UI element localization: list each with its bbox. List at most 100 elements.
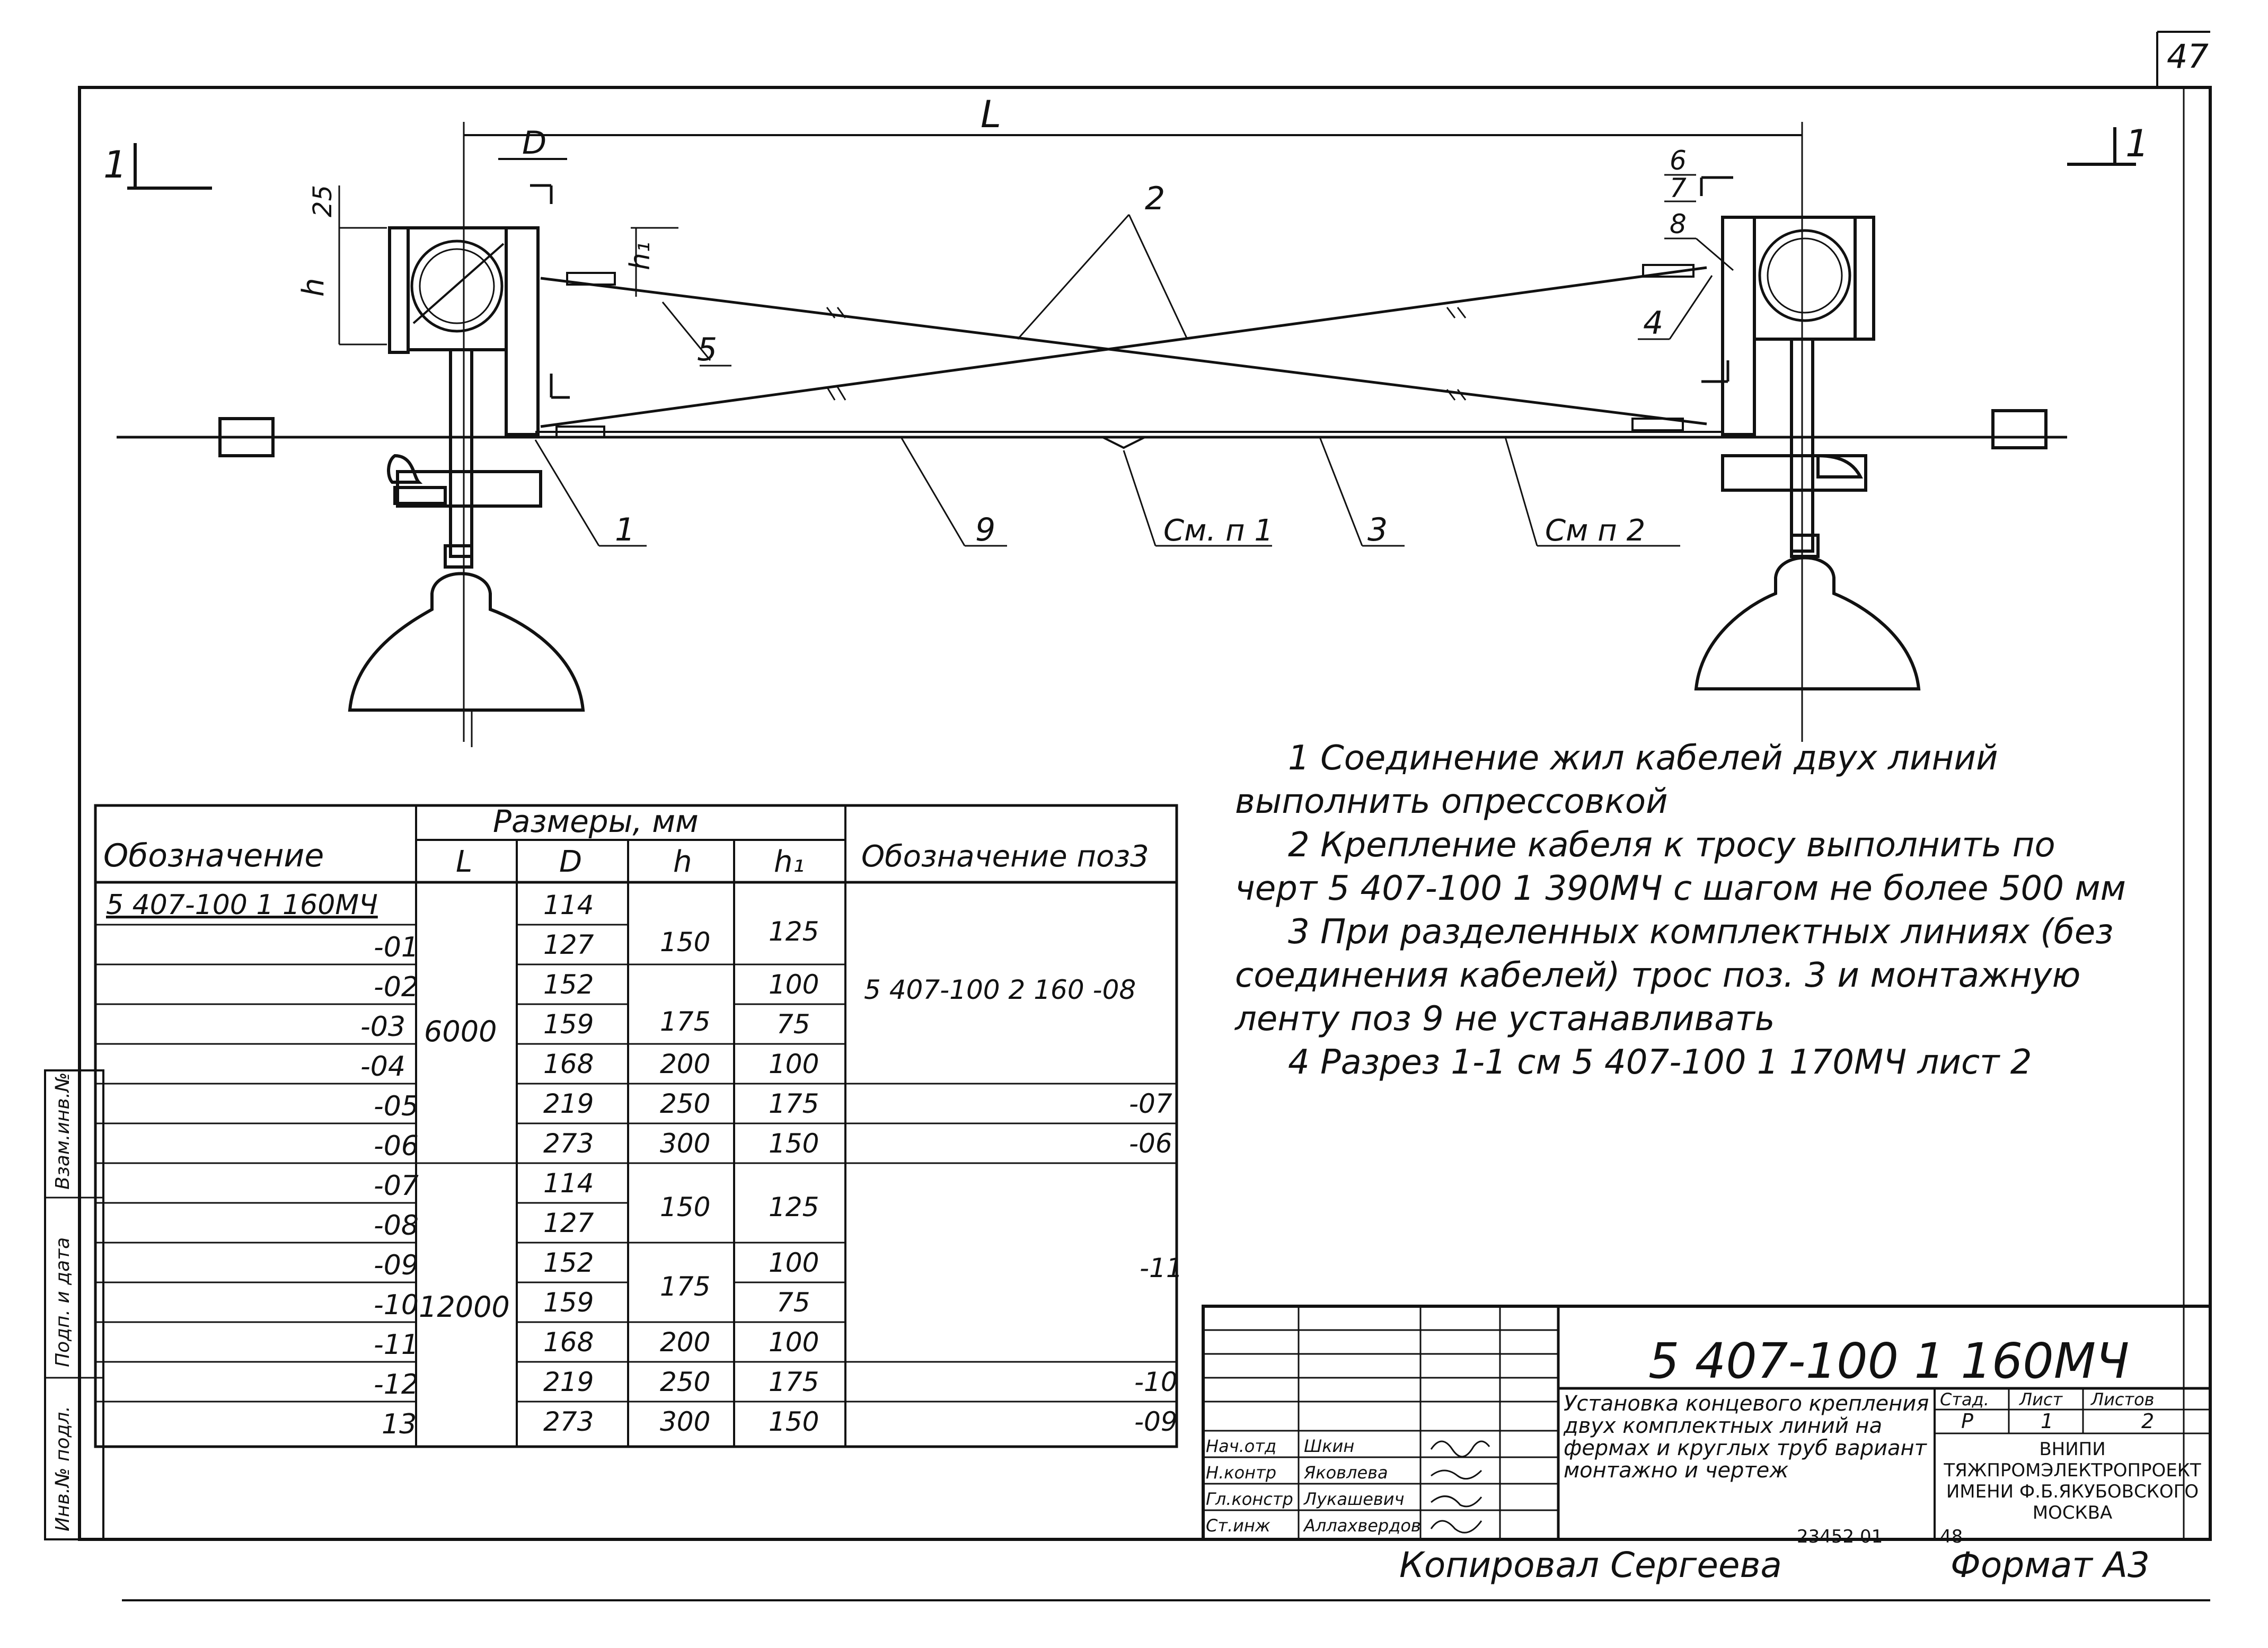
- section-mark-right: 1: [2125, 122, 2149, 165]
- D-value: 152: [543, 969, 594, 1000]
- designation: -02: [374, 971, 419, 1003]
- person: Шкин: [1304, 1436, 1354, 1456]
- h-value: 250: [660, 1088, 710, 1119]
- designation: -09: [374, 1250, 419, 1281]
- h1-value: 100: [769, 1327, 819, 1358]
- D-value: 152: [543, 1247, 594, 1278]
- h1-value: 100: [769, 1247, 819, 1278]
- installation-drawing: L 1 1 25 h: [103, 93, 2149, 747]
- leader-8: 8: [1670, 209, 1687, 240]
- role: Н.контр: [1206, 1463, 1276, 1483]
- note-1: 1 Соединение жил кабелей двух линий выпо…: [1235, 739, 1998, 821]
- leader-6: 6: [1670, 145, 1687, 176]
- h1-value: 150: [769, 1406, 819, 1437]
- title-text: Установка концевого крепления двух компл…: [1564, 1392, 1929, 1483]
- designation: -04: [360, 1051, 405, 1083]
- h-value: 175: [660, 1006, 710, 1037]
- D-value: 168: [543, 1049, 594, 1079]
- leader-9: 9: [975, 511, 995, 548]
- sheets-label: Листов: [2090, 1389, 2155, 1410]
- sheet-value: 1: [2041, 1410, 2053, 1433]
- cable-b: [540, 266, 1707, 428]
- designation: -08: [374, 1210, 419, 1242]
- h-value: 175: [660, 1271, 710, 1302]
- leader-3: 3: [1367, 511, 1388, 548]
- pos3-value: -07: [1129, 1088, 1172, 1119]
- cable-a: [540, 277, 1707, 426]
- designation: -01: [374, 932, 419, 963]
- h1-value: 150: [769, 1128, 819, 1159]
- sheets-value: 2: [2141, 1410, 2154, 1433]
- h-value: 300: [660, 1406, 710, 1437]
- note-2: 2 Крепление кабеля к тросу выполнить по …: [1235, 826, 2126, 908]
- right-support: 6 7 8: [1664, 145, 1921, 690]
- designation: 5 407-100 1 160МЧ: [106, 889, 378, 921]
- h1-value: 125: [769, 1192, 819, 1222]
- right-junction-box: [1991, 409, 2048, 449]
- person: Лукашевич: [1303, 1489, 1404, 1509]
- D-value: 114: [543, 890, 594, 920]
- section-mark-left: 1: [103, 143, 127, 187]
- note-4: 4 Разрез 1-1 см 5 407-100 1 170МЧ лист 2: [1288, 1043, 2032, 1082]
- note-ref-1: См. п 1: [1163, 513, 1273, 548]
- designation: -03: [360, 1011, 405, 1043]
- h1-value: 75: [776, 1009, 810, 1040]
- h-value: 200: [660, 1327, 710, 1358]
- stage-label: Стад.: [1940, 1389, 1989, 1410]
- D-value: 127: [543, 1208, 594, 1238]
- pos3-value: -06: [1129, 1128, 1172, 1159]
- D-value: 159: [543, 1287, 594, 1318]
- pos3-value: -11: [1140, 1253, 1183, 1283]
- designation: -06: [374, 1130, 419, 1162]
- person: Яковлева: [1303, 1463, 1388, 1483]
- dimensions-table: Обозначение Размеры, мм L D h h₁ Обознач…: [94, 803, 1183, 1448]
- person: Аллахвердов: [1303, 1516, 1421, 1536]
- sheet-number: 47: [2167, 37, 2209, 76]
- designation: -11: [374, 1329, 419, 1361]
- dim-25-label: 25: [308, 185, 338, 217]
- stage-value: Р: [1961, 1410, 1973, 1433]
- th-D: D: [559, 845, 582, 879]
- designation: 13: [382, 1408, 417, 1440]
- th-h: h: [673, 845, 692, 879]
- notes: 1 Соединение жил кабелей двух линий выпо…: [1235, 737, 2136, 1084]
- D-value: 273: [543, 1128, 594, 1159]
- side-label-2: Подп. и дата: [52, 1237, 74, 1367]
- D-value: 219: [543, 1367, 594, 1397]
- D-value: 168: [543, 1327, 594, 1358]
- role: Гл.констр: [1206, 1489, 1293, 1509]
- archive-code: 23452 01: [1797, 1526, 1883, 1547]
- sheet-label: Лист: [2019, 1389, 2063, 1410]
- D-value: 114: [543, 1168, 594, 1199]
- th-sizes: Размеры, мм: [493, 803, 699, 839]
- th-h1: h₁: [774, 845, 805, 879]
- D-value: 159: [543, 1009, 594, 1040]
- copied-by: Копировал Сергеева: [1399, 1545, 1782, 1585]
- leader-1: 1: [615, 511, 635, 548]
- h1-value: 175: [769, 1088, 819, 1119]
- h-value: 250: [660, 1367, 710, 1397]
- role: Нач.отд: [1206, 1436, 1276, 1456]
- h-value: 200: [660, 1049, 710, 1079]
- pos3-value: -10: [1134, 1367, 1178, 1397]
- th-L: L: [456, 845, 472, 879]
- side-label-3: Взам.инв.№: [52, 1072, 74, 1190]
- sheet-format: Формат А3: [1951, 1545, 2150, 1585]
- th-pos3: Обозначение поз3: [861, 839, 1149, 874]
- designation: -10: [374, 1289, 419, 1321]
- leader-4: 4: [1643, 305, 1663, 342]
- h1-value: 175: [769, 1367, 819, 1397]
- L-value: 6000: [424, 1015, 497, 1048]
- h1-value: 125: [769, 916, 819, 947]
- doc-code: 5 407-100 1 160МЧ: [1648, 1333, 2129, 1389]
- sheet-frame: [78, 86, 2212, 1541]
- archive-code-2: 48: [1940, 1526, 1963, 1547]
- left-support: 25 h D h₁: [296, 125, 678, 747]
- pos3-value: -09: [1134, 1406, 1178, 1437]
- h1-value: 75: [776, 1287, 810, 1318]
- h-value: 150: [660, 927, 710, 958]
- side-label-1: Инв.№ подл.: [52, 1406, 74, 1531]
- h1-value: 100: [769, 969, 819, 1000]
- dim-h1-label: h₁: [624, 242, 656, 270]
- leader-7: 7: [1670, 173, 1687, 203]
